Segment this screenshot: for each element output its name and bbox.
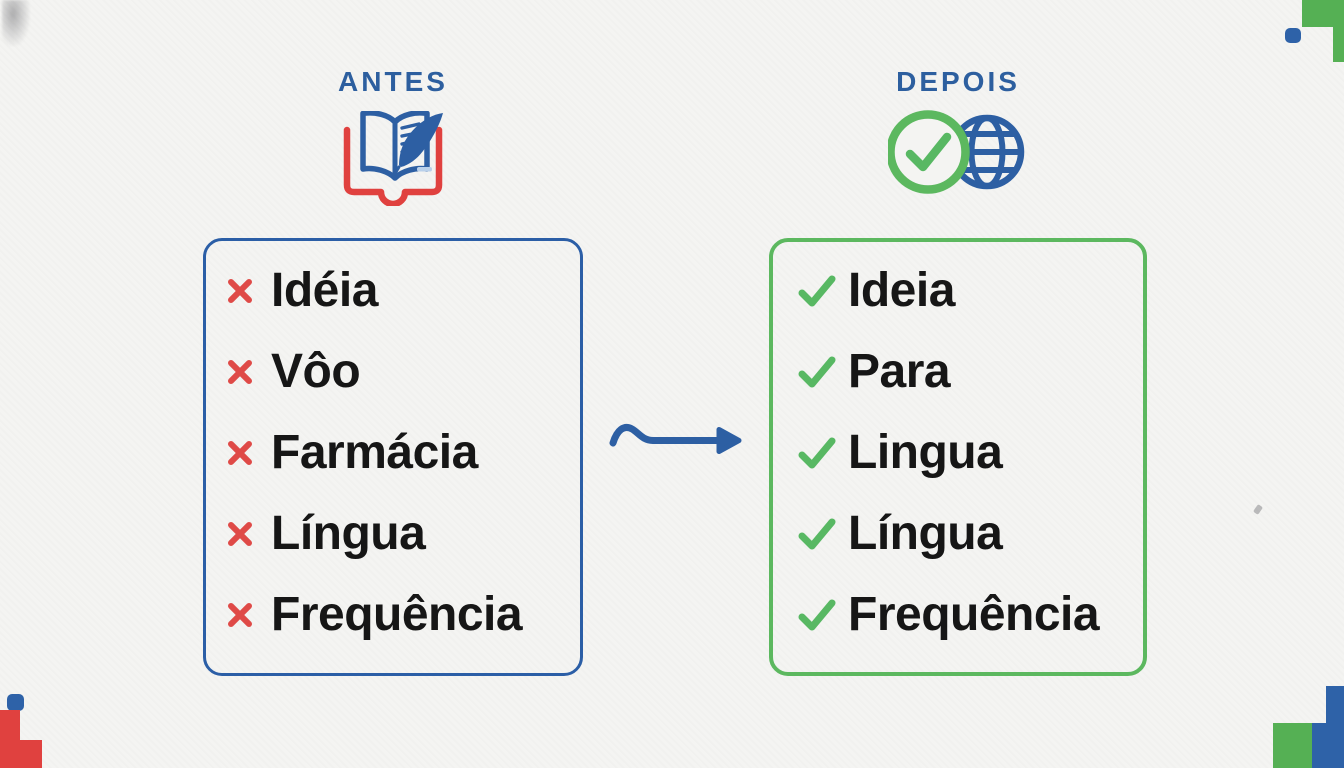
check-mark-icon [798,437,836,468]
check-mark-icon [798,356,836,387]
open-book-quill-icon [343,110,447,211]
paper-smudge [2,0,30,46]
corner-pixel-red [0,740,42,768]
check-mark-icon [798,275,836,306]
corner-pixel-green [1302,0,1344,27]
x-mark-icon [228,440,252,465]
before-item: Idéia [226,250,580,331]
before-item: Farmácia [226,412,580,493]
paper-speck [1252,504,1264,515]
corner-pixel-green [1333,27,1344,62]
transition-arrow-icon [606,412,746,469]
x-mark-icon [228,359,252,384]
check-globe-icon [886,106,1025,202]
before-item: Língua [226,493,580,574]
x-mark-icon [228,278,252,303]
after-item-label: Frequência [848,587,1100,641]
after-panel: Ideia Para Lingua Língua Frequência [769,238,1147,676]
after-item: Frequência [798,574,1143,655]
check-mark-icon [798,518,836,549]
before-title: ANTES [338,66,448,97]
x-mark-icon [228,602,252,627]
after-item-label: Lingua [848,425,1003,479]
before-item: Frequência [226,574,580,655]
before-item-label: Vôo [271,344,361,398]
x-mark-icon [228,521,252,546]
after-item-label: Ideia [848,263,955,317]
before-item: Vôo [226,331,580,412]
after-item: Língua [798,493,1143,574]
corner-pixel-blue [1326,686,1344,723]
after-item-label: Língua [848,506,1003,560]
check-mark-icon [798,599,836,630]
corner-pixel-blue [7,694,24,711]
after-title: DEPOIS [896,66,1020,97]
corner-pixel-green [1273,723,1312,768]
corner-pixel-blue [1285,28,1301,43]
before-panel: Idéia Vôo Farmácia Língua Frequência [203,238,583,676]
after-item: Para [798,331,1143,412]
corner-pixel-blue [1312,723,1344,768]
before-item-label: Língua [271,506,426,560]
before-item-label: Farmácia [271,425,478,479]
after-item: Ideia [798,250,1143,331]
after-item-label: Para [848,344,951,398]
before-item-label: Idéia [271,263,378,317]
after-item: Lingua [798,412,1143,493]
before-item-label: Frequência [271,587,523,641]
